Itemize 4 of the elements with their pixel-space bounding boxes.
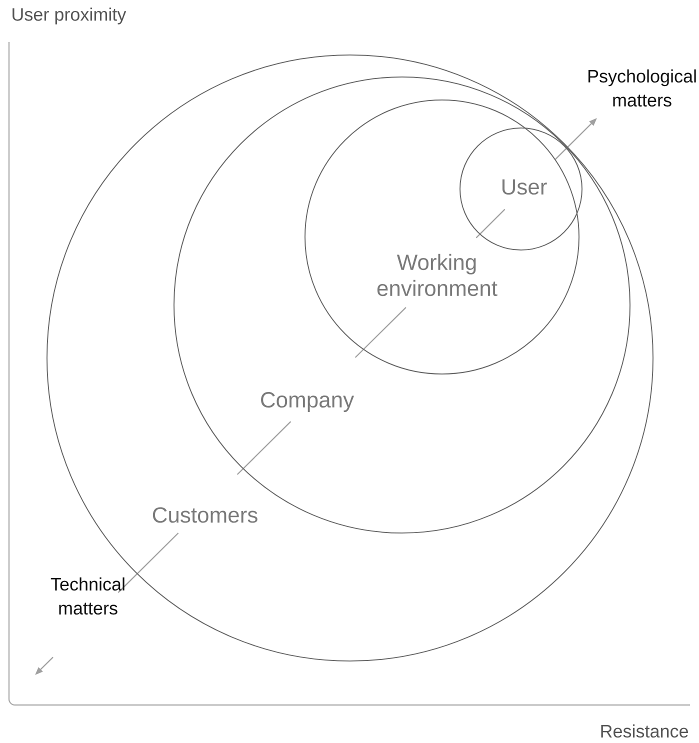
axis-label: User proximity — [12, 8, 126, 24]
direction-label: Psychological matters — [588, 69, 696, 107]
axis-label: Resistance — [601, 724, 688, 738]
direction-label: Technical matters — [50, 577, 124, 615]
